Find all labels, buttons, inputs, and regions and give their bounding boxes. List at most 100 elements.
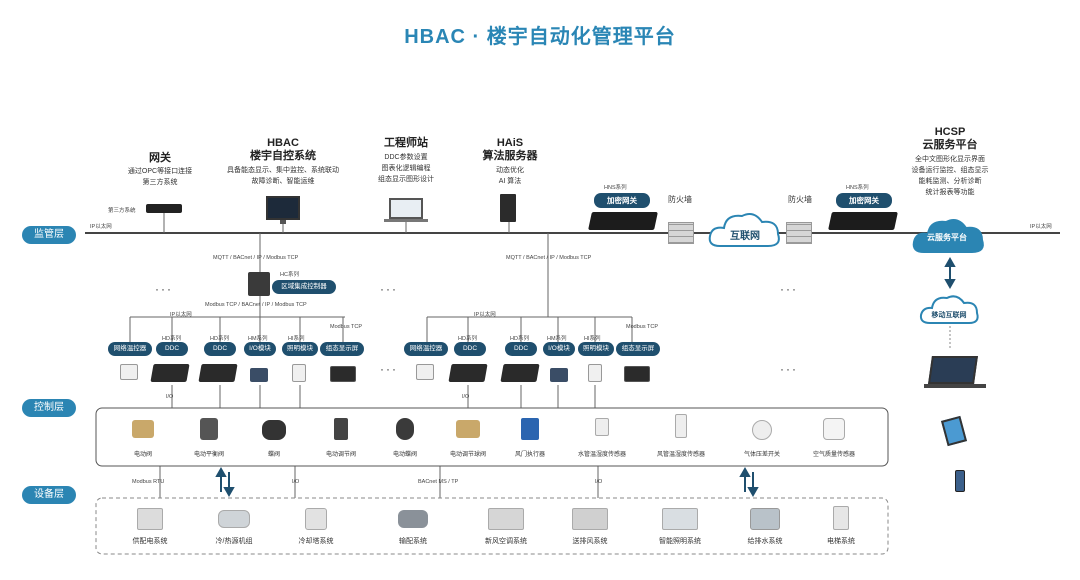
thermostat-r-icon (416, 364, 434, 380)
equipment-3: 输配系统 (399, 538, 427, 545)
io-r-icon (550, 368, 568, 382)
gateway-name: 网关 (149, 152, 171, 164)
gateway-device-label: 第三方系统 (108, 208, 136, 214)
ellipsis-1: ··· (155, 282, 173, 296)
series-hd-l2: HD系列 (210, 336, 229, 342)
equipment-0: 供配电系统 (132, 538, 168, 545)
hc-controller-icon (248, 272, 270, 296)
ellipsis-2: ··· (380, 282, 398, 296)
series-hd-l1: HD系列 (162, 336, 181, 342)
pill-io-l: I/O模块 (244, 342, 276, 356)
encrypt-gateway-right: 加密网关 (836, 193, 892, 208)
power-system-icon (137, 508, 163, 530)
hais-desc-2: AI 算法 (498, 178, 522, 185)
pill-io-r: I/O模块 (543, 342, 575, 356)
laptop-base-icon (384, 219, 428, 222)
control-device-10: 空气质量传感器 (812, 452, 855, 458)
hbac-name-2: 楼宇自控系统 (250, 150, 316, 162)
electric-butterfly-valve-icon (396, 418, 414, 440)
cooling-tower-icon (305, 508, 327, 530)
hbac-desc-2: 故障诊断、智能运维 (251, 178, 315, 185)
pill-ddc-r1: DDC (454, 342, 486, 356)
lighting-icon (662, 508, 698, 530)
laptop-device-icon (928, 356, 978, 384)
phone-icon (955, 470, 965, 492)
ball-valve-icon (456, 420, 480, 438)
equipment-8: 电梯系统 (827, 538, 855, 545)
equipment-6: 智能照明系统 (659, 538, 701, 545)
hns-label-right: HNS系列 (846, 185, 869, 191)
pressure-switch-icon (752, 420, 772, 440)
ddc-r2-icon (500, 364, 540, 382)
control-device-5: 电动调节球阀 (449, 452, 486, 458)
water-supply-icon (750, 508, 780, 530)
control-device-0: 电动阀 (133, 452, 152, 458)
hais-name-1: HAiS (496, 137, 524, 149)
regulating-valve-icon (334, 418, 348, 440)
damper-actuator-icon (521, 418, 539, 440)
lan-label-left: IP以太网 (90, 224, 112, 230)
chiller-icon (218, 510, 250, 528)
firewall-right-icon (786, 222, 812, 244)
pill-ddc-l2: DDC (204, 342, 236, 356)
control-device-6: 风门执行器 (514, 452, 545, 458)
eng-desc-2: 图表化逻辑编程 (381, 165, 431, 172)
ip-ethernet-right: IP以太网 (474, 312, 496, 318)
bus-io-1: I/O (292, 479, 300, 485)
mobile-internet-cloud-icon (919, 295, 979, 324)
firewall-label-right: 防火墙 (788, 195, 812, 204)
pill-ddc-l1: DDC (156, 342, 188, 356)
pill-ddc-r2: DDC (505, 342, 537, 356)
hns-device-right-icon (828, 212, 898, 230)
equipment-4: 新风空调系统 (485, 538, 527, 545)
equipment-2: 冷却塔系统 (298, 538, 334, 545)
elevator-icon (833, 506, 849, 530)
control-device-9: 气体压差开关 (743, 452, 780, 458)
gateway-device-icon (146, 204, 182, 213)
electric-valve-icon (132, 420, 154, 438)
hcsp-name-1: HCSP (934, 126, 966, 138)
ddc-l2-icon (198, 364, 238, 382)
io-l-icon (250, 368, 268, 382)
server-icon (500, 194, 516, 222)
cloud-platform-label: 云服务平台 (927, 233, 967, 242)
bus-io-2: I/O (595, 479, 603, 485)
pill-thermostat-l: 网络温控器 (108, 342, 152, 356)
water-sensor-icon (595, 418, 609, 436)
protocol-left: MQTT / BACnet / IP / Modbus TCP (213, 255, 299, 261)
display-r-icon (624, 366, 650, 382)
butterfly-valve-icon (262, 420, 286, 440)
hc-series-label: HC系列 (280, 272, 299, 278)
monitor-stand-icon (280, 220, 286, 224)
modbus-tcp-l: Modbus TCP (330, 324, 362, 330)
hns-device-left-icon (588, 212, 658, 230)
eng-desc-3: 组态显示图形设计 (378, 176, 434, 183)
series-hm-l: HM系列 (248, 336, 268, 342)
protocol-modbus-tcp: Modbus TCP / BACnet / IP / Modbus TCP (205, 302, 307, 308)
light-l-icon (292, 364, 306, 382)
mobile-internet-label: 移动互联网 (931, 312, 967, 319)
modbus-tcp-r: Modbus TCP (626, 324, 658, 330)
hcsp-desc-4: 统计报表等功能 (925, 189, 975, 196)
pump-icon (398, 510, 428, 528)
eng-name: 工程师站 (384, 137, 428, 149)
hcsp-desc-3: 能耗监测、分析诊断 (918, 178, 982, 185)
gateway-desc-1: 通过OPC等接口连接 (127, 168, 193, 175)
fresh-air-unit-icon (488, 508, 524, 530)
bus-modbus-rtu: Modbus RTU (132, 479, 165, 485)
page-title: HBAC · 楼宇自动化管理平台 (404, 26, 676, 48)
series-hi-r: HI系列 (584, 336, 601, 342)
pill-light-r: 照明模块 (578, 342, 614, 356)
ellipsis-3: ··· (780, 282, 798, 296)
hns-label-left: HNS系列 (604, 185, 627, 191)
laptop-device-base-icon (924, 384, 986, 388)
series-hd-r2: HD系列 (510, 336, 529, 342)
hcsp-name-2: 云服务平台 (922, 139, 978, 151)
ellipsis-5: ··· (780, 362, 798, 376)
layer-equipment: 设备层 (22, 486, 76, 504)
equipment-1: 冷/热源机组 (215, 538, 253, 545)
bus-bacnet-mstp: BACnet MS / TP (418, 479, 459, 485)
series-hd-r1: HD系列 (458, 336, 477, 342)
thermostat-l-icon (120, 364, 138, 380)
